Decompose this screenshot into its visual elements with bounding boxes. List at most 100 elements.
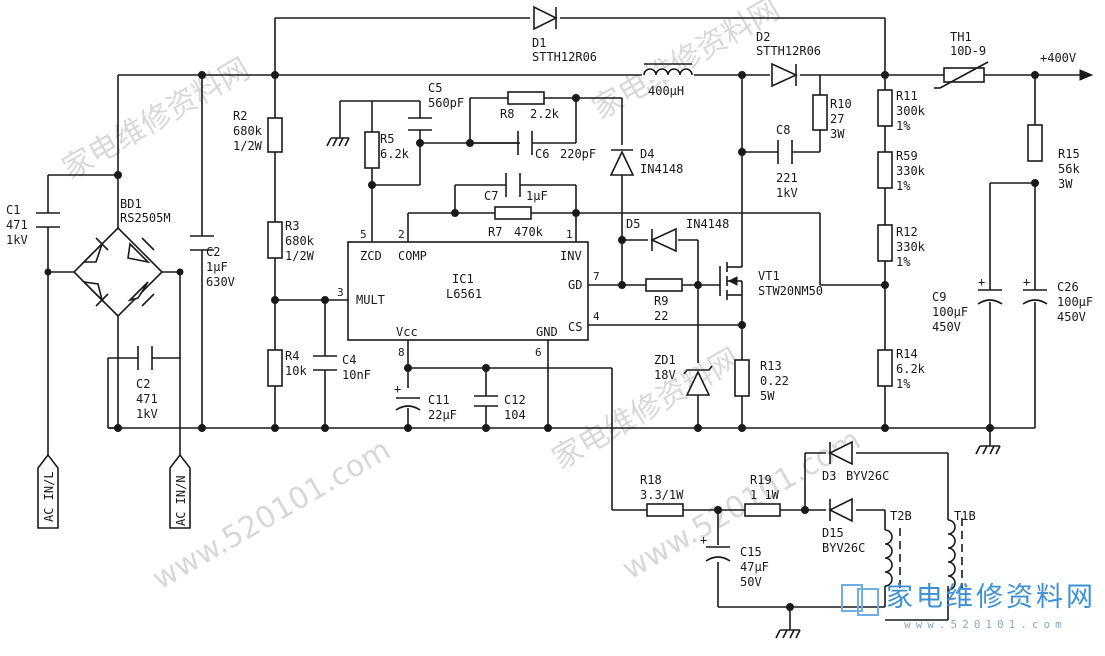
thermistor-th1	[934, 61, 989, 89]
diode-d5	[650, 227, 677, 253]
r2-value: 680k	[233, 124, 263, 138]
logo-url: www.520101.com	[904, 618, 1067, 631]
resistor-r2	[267, 117, 283, 153]
r19-ref: R19	[750, 473, 772, 487]
c2b-voltage: 1kV	[136, 407, 158, 421]
c8-value: 221	[776, 171, 798, 185]
r59-value: 330k	[896, 164, 926, 178]
output-voltage-label: +400V	[1040, 51, 1076, 65]
pin-number-3: 3	[337, 286, 344, 299]
inductor-value: 400μH	[648, 84, 684, 98]
d2-value: STTH12R06	[756, 44, 821, 58]
r10-power: 3W	[830, 127, 845, 141]
r3-value: 680k	[285, 234, 315, 248]
diode-d4	[609, 149, 635, 176]
r9-ref: R9	[654, 294, 668, 308]
pin-mult-label: MULT	[356, 293, 385, 307]
c1-value: 471	[6, 218, 28, 232]
c4-ref: C4	[342, 353, 356, 367]
c9-value: 100μF	[932, 305, 968, 319]
r2-ref: R2	[233, 109, 247, 123]
d3-ref: D3	[822, 469, 836, 483]
c7-ref: C7	[484, 189, 498, 203]
ac-input-live-connector	[37, 453, 59, 529]
r18-value: 3.3/1W	[640, 488, 684, 502]
r8-ref: R8	[500, 107, 514, 121]
vt1-value: STW20NM50	[758, 284, 823, 298]
resistor-r4	[267, 349, 283, 387]
pin-gnd-label: GND	[536, 325, 558, 339]
d15-ref: D15	[822, 526, 844, 540]
mosfet-vt1	[719, 262, 743, 300]
r12-tol: 1%	[896, 255, 911, 269]
c11-value: 22μF	[428, 408, 457, 422]
c26-value: 100μF	[1057, 295, 1093, 309]
c15-ref: C15	[740, 545, 762, 559]
diode-d1	[530, 5, 560, 31]
capacitor-c5	[408, 117, 432, 131]
ic-l6561	[347, 241, 589, 341]
d1-ref: D1	[532, 36, 546, 50]
r14-value: 6.2k	[896, 362, 926, 376]
r19-value: 1 1W	[750, 488, 780, 502]
c15-voltage: 50V	[740, 575, 762, 589]
t2b-ref: T2B	[890, 509, 912, 523]
bd1-value: RS2505M	[120, 211, 171, 225]
c1-voltage: 1kV	[6, 233, 28, 247]
r14-tol: 1%	[896, 377, 911, 391]
capacitor-c7	[505, 173, 521, 197]
c2b-value: 471	[136, 392, 158, 406]
ground-icon	[326, 137, 350, 147]
capacitor-c2-y	[137, 346, 153, 370]
resistor-r10	[812, 94, 828, 131]
t1b-ref: T1B	[954, 509, 976, 523]
c2-value: 1μF	[206, 260, 228, 274]
ac-input-live-label: AC IN/L	[42, 471, 56, 522]
svg-text:+: +	[394, 382, 401, 396]
pin-number-4: 4	[593, 310, 600, 323]
zener-zd1	[683, 365, 713, 396]
c8-voltage: 1kV	[776, 186, 798, 200]
c5-value: 560pF	[428, 96, 464, 110]
resistor-r19	[744, 503, 781, 517]
r59-ref: R59	[896, 149, 918, 163]
r15-ref: R15	[1058, 147, 1080, 161]
c4-value: 10nF	[342, 368, 371, 382]
c6-value: 220pF	[560, 147, 596, 161]
c5-ref: C5	[428, 81, 442, 95]
r4-ref: R4	[285, 349, 299, 363]
capacitor-c9: +	[977, 275, 1003, 305]
c15-value: 47μF	[740, 560, 769, 574]
r12-value: 330k	[896, 240, 926, 254]
ground-icon	[775, 629, 801, 639]
r5-value: 6.2k	[380, 147, 410, 161]
r8-value: 2.2k	[530, 107, 560, 121]
ic-part: L6561	[446, 287, 482, 301]
ic-ref: IC1	[452, 272, 474, 286]
resistor-r14	[877, 349, 893, 387]
r7-ref: R7	[488, 225, 502, 239]
resistor-r7	[494, 206, 532, 220]
capacitor-c12	[474, 395, 498, 407]
vt1-ref: VT1	[758, 269, 780, 283]
c26-voltage: 450V	[1057, 310, 1086, 324]
r11-value: 300k	[896, 104, 926, 118]
resistor-r18	[646, 503, 684, 517]
watermark-text: 家电维修资料网	[57, 52, 256, 187]
pin-comp-label: COMP	[398, 249, 427, 263]
d3-value: BYV26C	[846, 469, 889, 483]
resistor-r13	[734, 359, 750, 397]
r11-ref: R11	[896, 89, 918, 103]
resistor-r15	[1027, 124, 1043, 162]
ac-input-neutral-connector	[169, 453, 191, 529]
pin-number-1: 1	[566, 228, 573, 241]
d5-ref: D5	[626, 217, 640, 231]
r14-ref: R14	[896, 347, 918, 361]
pin-number-6: 6	[535, 346, 542, 359]
r2-power: 1/2W	[233, 139, 263, 153]
capacitor-c8	[777, 140, 793, 164]
r15-power: 3W	[1058, 177, 1073, 191]
r13-power: 5W	[760, 389, 775, 403]
diode-d3	[828, 440, 853, 466]
